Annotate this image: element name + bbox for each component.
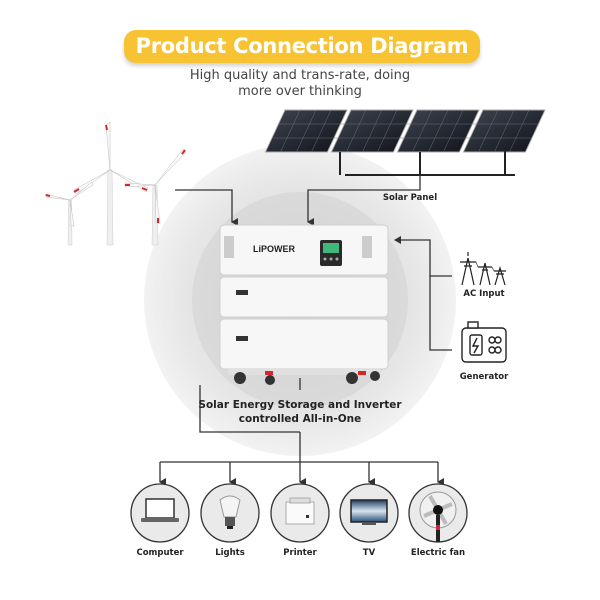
load-label-tv: TV [362, 548, 376, 558]
ac-input-label: AC Input [463, 289, 505, 299]
subtitle-line-1: High quality and trans-rate, doing [189, 68, 411, 83]
generator-icon [461, 321, 507, 363]
device-label-line-2: controlled All-in-One [238, 413, 362, 425]
load-label-printer: Printer [283, 548, 317, 558]
tv-icon [350, 499, 388, 525]
solar-panel-icon [264, 109, 546, 176]
generator-label: Generator [459, 372, 509, 382]
subtitle: High quality and trans-rate, doing more … [150, 68, 450, 100]
wind-turbine-icon [44, 121, 187, 246]
fan-icon [419, 491, 457, 542]
page-title: Product Connection Diagram [124, 30, 480, 63]
lipower-unit-illustration [219, 224, 389, 385]
device-label-line-1: Solar Energy Storage and Inverter [198, 399, 402, 411]
device-label: Solar Energy Storage and Inverter contro… [180, 398, 420, 426]
load-label-electric-fan: Electric fan [410, 548, 466, 558]
load-label-lights: Lights [215, 548, 245, 558]
power-tower-icon [460, 252, 506, 286]
printer-icon [285, 497, 315, 525]
bulb-icon [219, 495, 241, 529]
solar-panel-label: Solar Panel [382, 193, 438, 203]
brand-logo: LiPOWER [253, 244, 295, 254]
laptop-icon [141, 498, 179, 522]
subtitle-line-2: more over thinking [238, 84, 362, 99]
load-label-computer: Computer [136, 548, 184, 558]
